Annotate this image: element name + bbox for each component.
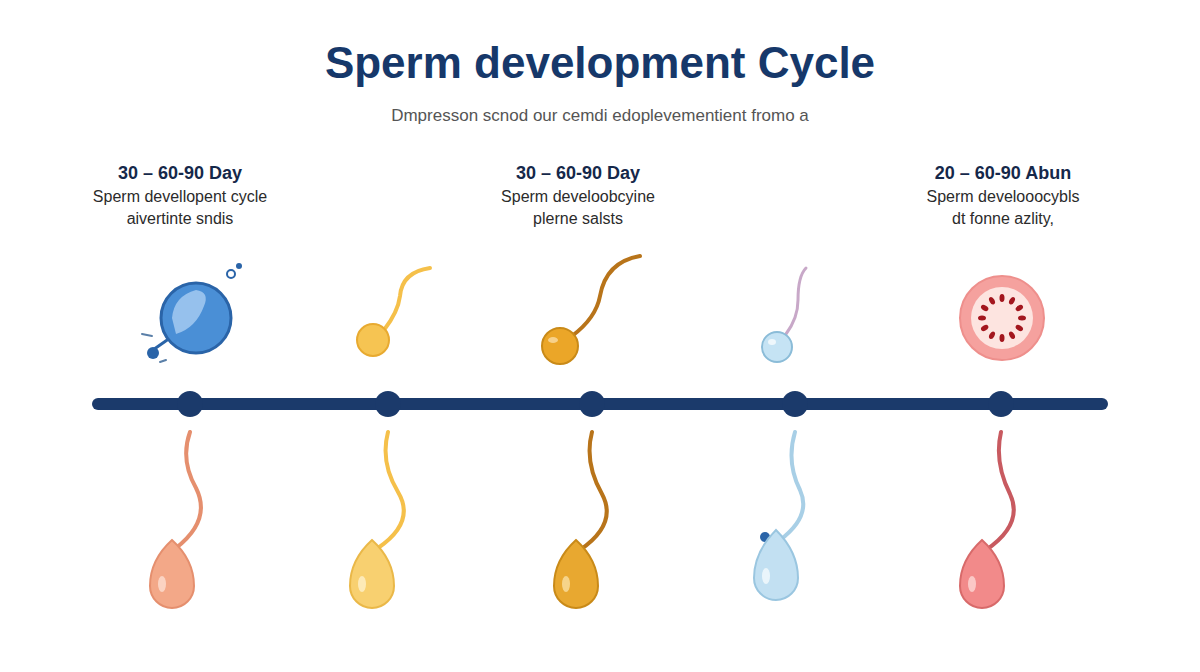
- yellow-sperm-icon: [357, 268, 430, 356]
- period-heading: 20 – 60-90 Abun: [935, 163, 1071, 184]
- blue-cell-icon: [142, 263, 242, 362]
- description-text: Sperm develoobcyine: [501, 188, 655, 206]
- diagram-title: Sperm development Cycle: [325, 38, 875, 89]
- red-cell-icon: [960, 276, 1044, 360]
- orange-sperm-icon: [542, 256, 640, 364]
- description-text: Sperm develooocybls: [927, 188, 1080, 206]
- description-text: dt fonne azlity,: [952, 210, 1054, 228]
- diagram-subtitle: Dmpresson scnod our cemdi edoplevementie…: [391, 106, 809, 126]
- description-text: Sperm devellopent cycle: [93, 188, 267, 206]
- description-text: plerne salsts: [533, 210, 623, 228]
- timeline-dots: [177, 391, 1014, 417]
- light-blue-sperm-icon: [762, 268, 806, 362]
- period-heading: 30 – 60-90 Day: [516, 163, 640, 184]
- drop-icons: [150, 432, 1014, 608]
- description-text: aivertinte sndis: [127, 210, 234, 228]
- period-heading: 30 – 60-90 Day: [118, 163, 242, 184]
